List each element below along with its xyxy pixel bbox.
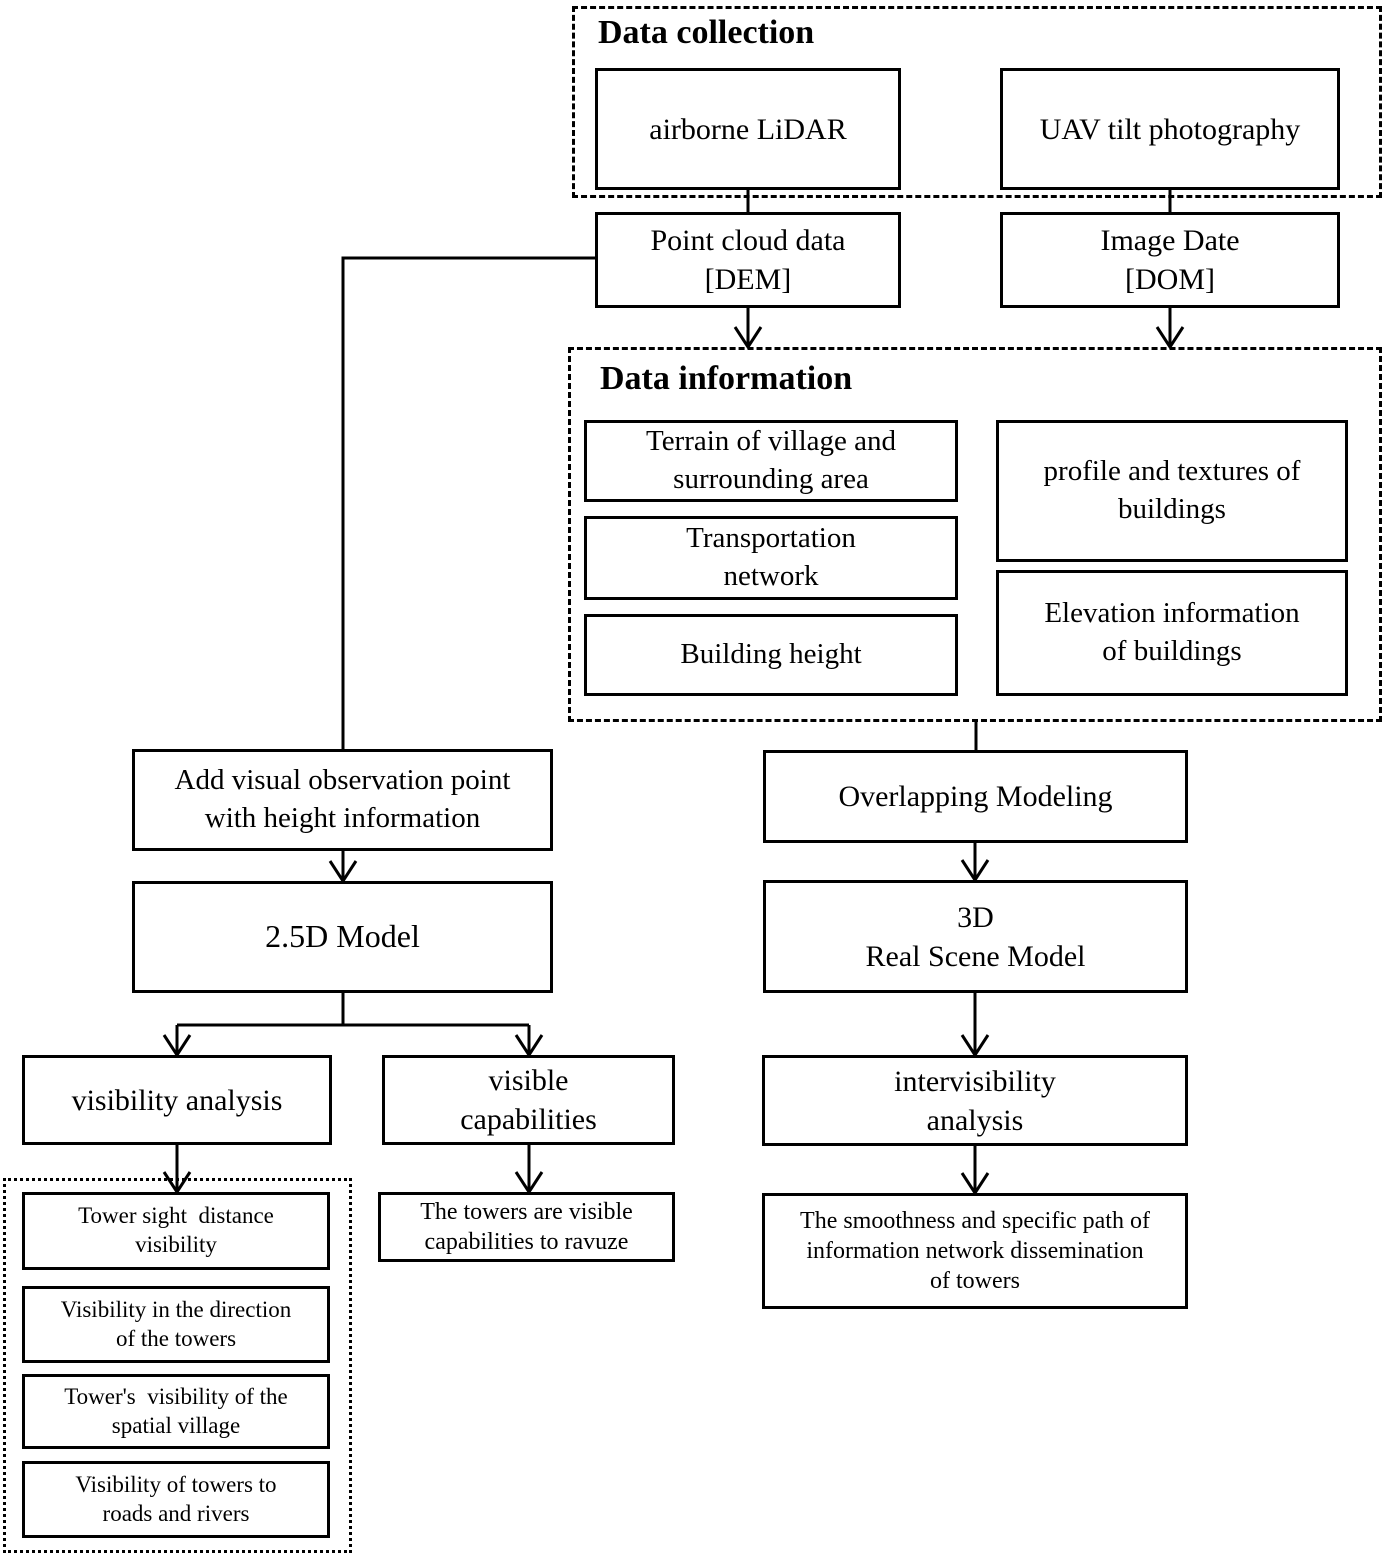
box-transportation-network: Transportation network [584, 516, 958, 600]
box-2-5d-model: 2.5D Model [132, 881, 553, 993]
box-uav-tilt-photography: UAV tilt photography [1000, 68, 1340, 190]
connector-capabilities-to-output [514, 1145, 544, 1195]
box-visible-capabilities: visible capabilities [382, 1055, 675, 1145]
connector-addvisual-to-25dmodel [328, 851, 358, 884]
connector-realscene-to-intervisibility [960, 993, 990, 1058]
data-information-title: Data information [600, 360, 853, 397]
box-overlapping-modeling: Overlapping Modeling [763, 750, 1188, 843]
box-visibility-analysis: visibility analysis [22, 1055, 332, 1145]
connector-pointcloud-to-addvisual [341, 256, 595, 749]
box-smoothness-output: The smoothness and specific path of info… [762, 1193, 1188, 1309]
box-building-height: Building height [584, 614, 958, 696]
connector-imagedate-to-datainfo [1155, 308, 1185, 350]
connector-25dmodel-split [162, 993, 544, 1058]
box-elevation-information: Elevation information of buildings [996, 570, 1348, 696]
box-profile-textures: profile and textures of buildings [996, 420, 1348, 562]
box-tower-sight-distance: Tower sight distance visibility [22, 1192, 330, 1270]
box-add-visual-observation-point: Add visual observation point with height… [132, 749, 553, 851]
data-information-group [568, 347, 1382, 722]
box-3d-real-scene-model: 3D Real Scene Model [763, 880, 1188, 993]
data-collection-title: Data collection [598, 14, 815, 51]
connector-pointcloud-to-datainfo [733, 308, 763, 350]
box-image-date: Image Date [DOM] [1000, 212, 1340, 308]
box-visibility-roads-rivers: Visibility of towers to roads and rivers [22, 1461, 330, 1538]
connector-overlapping-to-realscene [960, 843, 990, 883]
box-point-cloud-data: Point cloud data [DEM] [595, 212, 901, 308]
box-tower-spatial-village: Tower's visibility of the spatial villag… [22, 1374, 330, 1449]
box-terrain: Terrain of village and surrounding area [584, 420, 958, 502]
box-airborne-lidar: airborne LiDAR [595, 68, 901, 190]
connector-intervisibility-to-output [960, 1146, 990, 1196]
box-intervisibility-analysis: intervisibility analysis [762, 1055, 1188, 1146]
data-collection-group [572, 6, 1382, 198]
box-visibility-direction: Visibility in the direction of the tower… [22, 1286, 330, 1363]
visibility-outputs-group [3, 1178, 352, 1553]
box-towers-visible-ravuze: The towers are visible capabilities to r… [378, 1192, 675, 1262]
